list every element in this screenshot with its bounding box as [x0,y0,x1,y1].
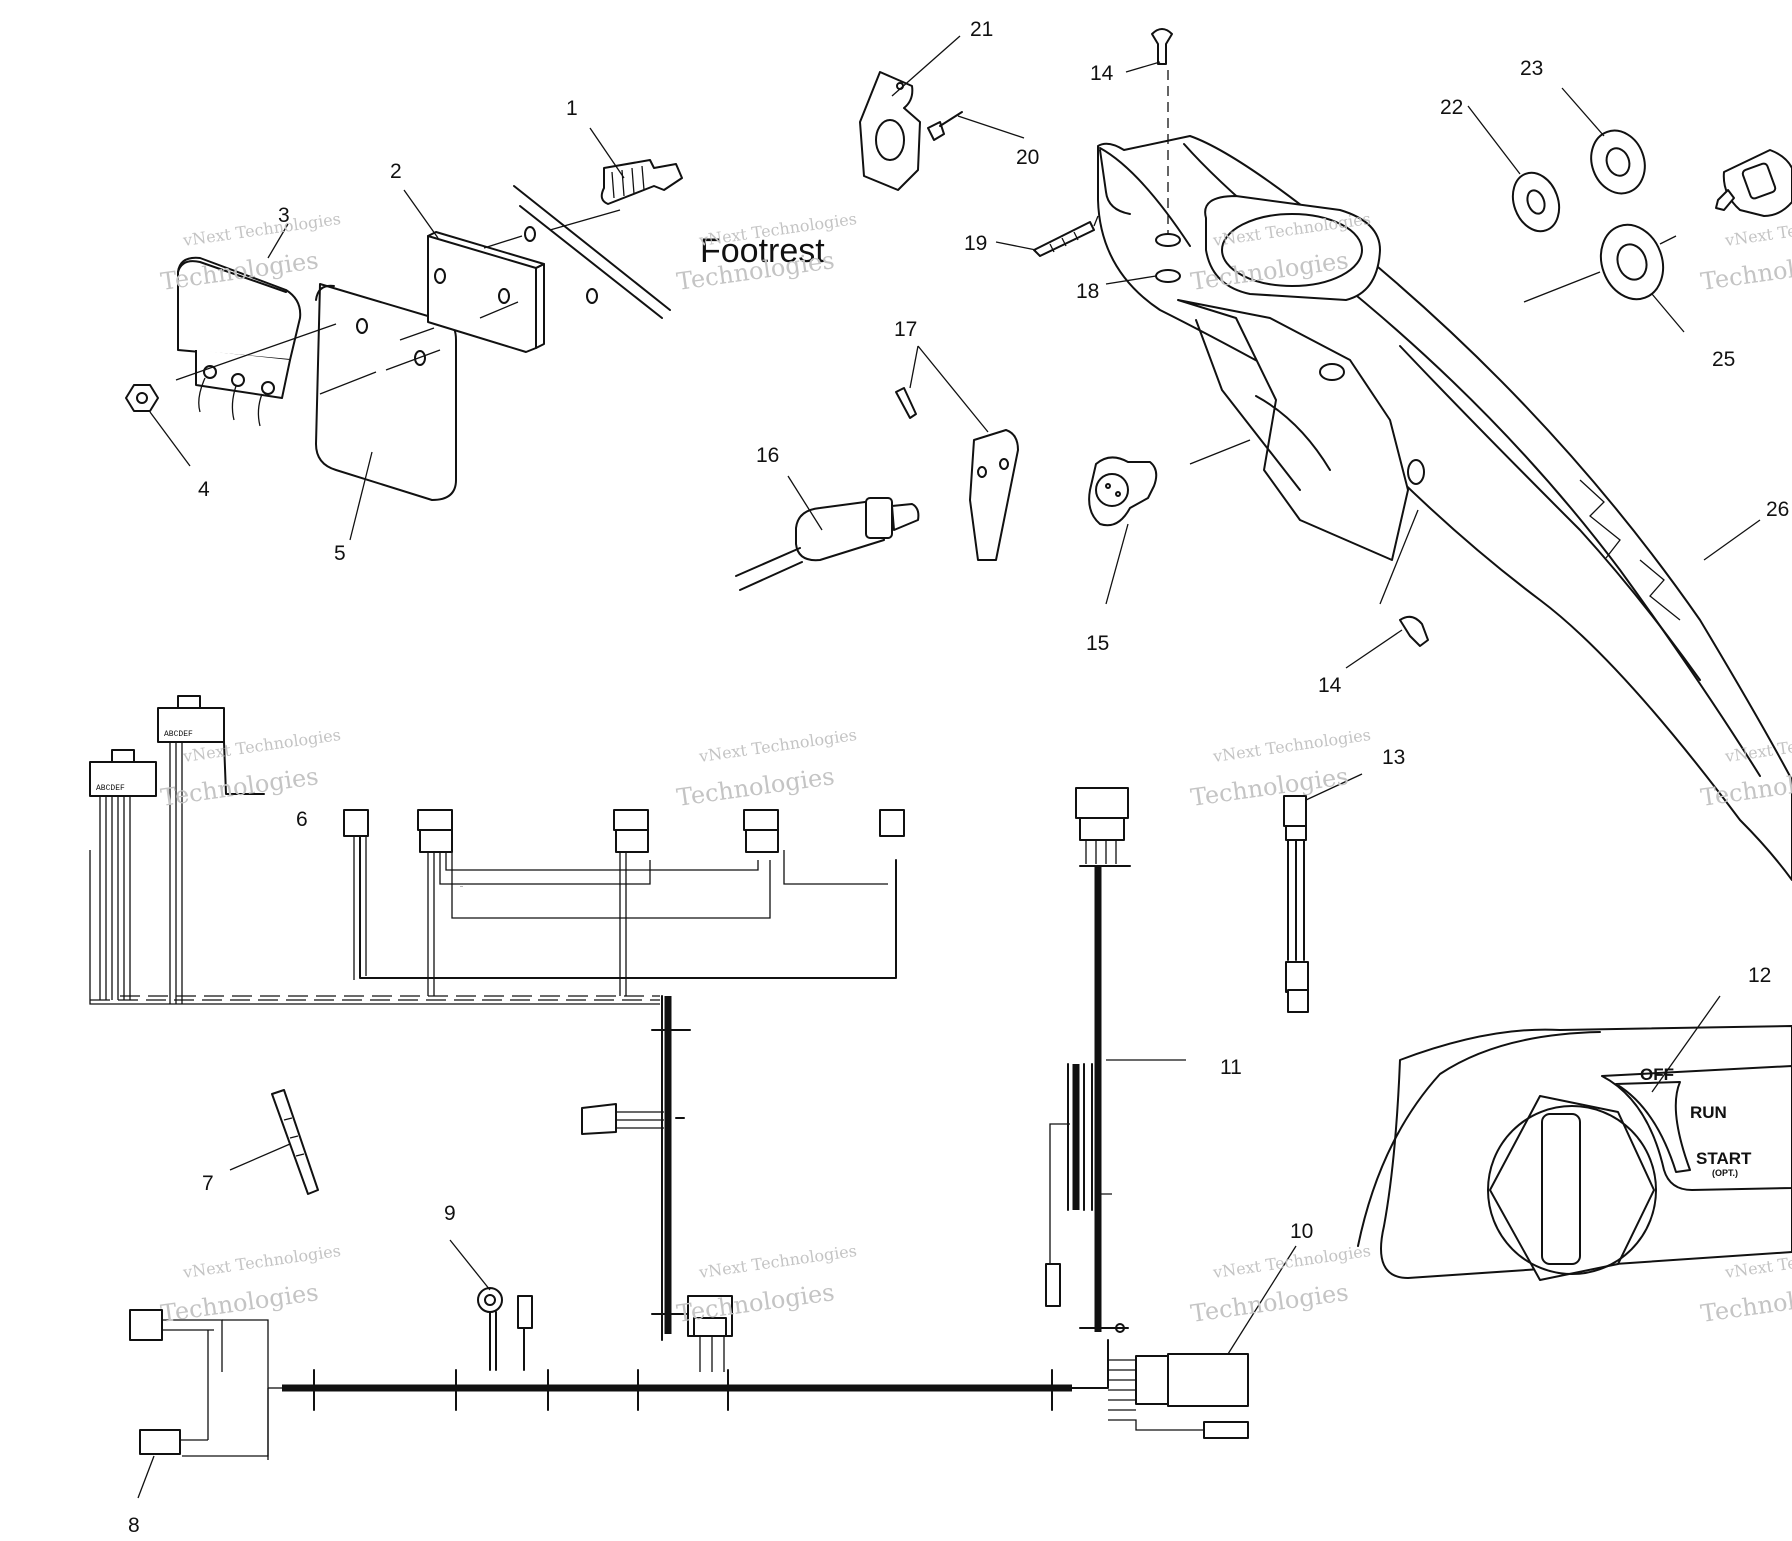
part-17-lever [895,387,1019,561]
part-11-harness-branch [1045,787,1131,1333]
leader-lines [137,35,1761,1499]
watermark-7: vNext Technologies [1211,725,1372,766]
callout-3: 3 [278,204,290,227]
part-22-washer [1511,171,1561,233]
watermark-6b: Technologies [675,762,836,812]
callout-14-bottom: 14 [1318,674,1342,697]
callout-17: 17 [894,318,917,341]
part-9-ring-terminal [477,1287,533,1371]
callout-1: 1 [566,97,578,120]
part-14-screw-bottom [1379,509,1429,647]
callout-11: 11 [1220,1056,1242,1079]
callout-22: 22 [1440,96,1463,119]
main-harness [268,1339,1109,1411]
callout-4: 4 [198,478,210,501]
part-10-connector [1108,1353,1249,1439]
part-4-nut [125,384,159,412]
callout-labels: 1 2 3 4 5 6 7 8 9 10 11 12 13 14 14 15 1… [128,18,1789,1537]
part-15-key-switch [1088,439,1251,527]
watermark-4b: Technologies [1699,246,1792,296]
callout-19: 19 [964,232,987,255]
watermark-9: vNext Technologies [181,1241,342,1282]
part-14-screw-top [1151,28,1173,236]
watermark-7b: Technologies [1189,762,1350,812]
footrest-label: Footrest [700,232,825,270]
part-12-switch-panel: OFF RUN START (OPT.) [1357,1025,1792,1281]
relay-connector [687,1295,733,1372]
harness-connectors [343,809,905,853]
callout-6: 6 [296,808,308,831]
switch-off: OFF [1640,1065,1674,1084]
watermark-12b: Technologies [1699,1278,1792,1328]
callout-12: 12 [1748,964,1771,987]
connector-pins-a: ABCDEF [164,730,193,739]
callout-9: 9 [444,1202,456,1225]
watermark-10b: Technologies [675,1278,836,1328]
watermark-1: vNext Technologies [181,209,342,250]
part-13-jumper [1283,795,1309,1013]
callout-10: 10 [1290,1220,1313,1243]
switch-start: START [1696,1149,1752,1168]
part-25-bezel [1523,223,1677,303]
part-7-tie-strap [271,1089,319,1195]
callout-7: 7 [202,1172,214,1195]
part-26-console [1097,135,1792,881]
callout-5: 5 [334,542,346,565]
ignition-key [1715,149,1792,217]
part-3-regulator [177,256,302,427]
callout-18: 18 [1076,280,1099,303]
part-19-tie [1033,215,1099,257]
callout-23: 23 [1520,57,1543,80]
callout-15: 15 [1086,632,1109,655]
footrest-lines: Footrest [175,185,825,395]
watermark-6: vNext Technologies [697,725,858,766]
callout-2: 2 [390,160,402,183]
part-23-nut [1590,129,1646,195]
watermark-10: vNext Technologies [697,1241,858,1282]
callout-26: 26 [1766,498,1789,521]
watermark-5b: Technologies [159,762,320,812]
connector-pins-b: ABCDEF [96,784,125,793]
switch-run: RUN [1690,1103,1727,1122]
callout-21: 21 [970,18,993,41]
callout-8: 8 [128,1514,140,1536]
callout-13: 13 [1382,746,1405,769]
callout-16: 16 [756,444,779,467]
part-18-washer [1155,233,1181,283]
callout-20: 20 [1016,146,1039,169]
part-21-bracket [859,71,921,191]
svg-text:—: — [460,884,464,890]
part-20-screw [927,111,963,141]
part-8-connector-branch [129,1309,269,1460]
part-1-bolt [524,159,683,304]
watermark-11b: Technologies [1189,1278,1350,1328]
part-6-harness: ABCDEF ABCDEF — [89,695,905,1341]
part-2-spacer [427,231,545,353]
callout-14-top: 14 [1090,62,1114,85]
callout-25: 25 [1712,348,1735,371]
watermark-11: vNext Technologies [1211,1241,1372,1282]
switch-start-note: (OPT.) [1712,1168,1738,1178]
part-16-plunger-switch [735,497,920,591]
